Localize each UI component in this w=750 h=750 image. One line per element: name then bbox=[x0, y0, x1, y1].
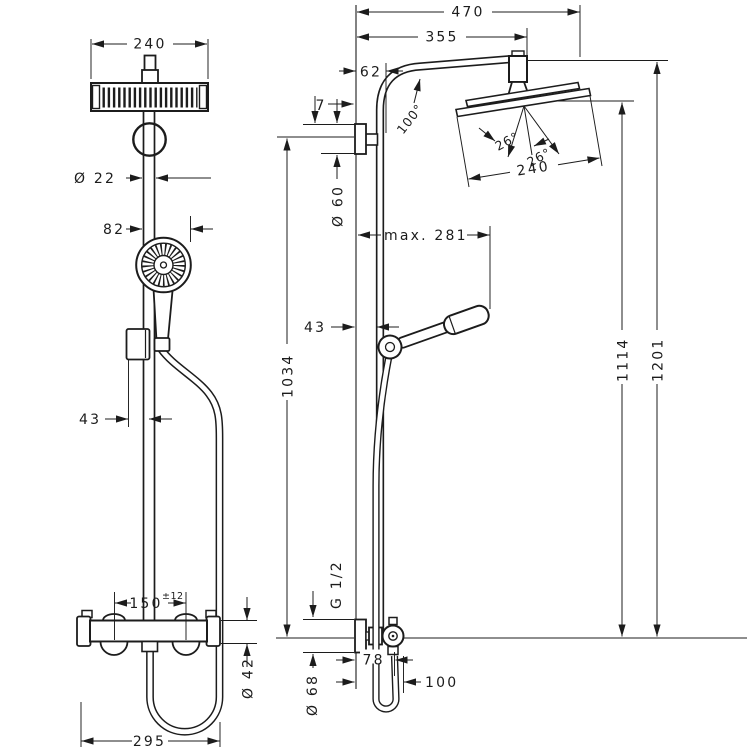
svg-text:±12: ±12 bbox=[162, 591, 184, 602]
dim-arm-angle: 100° bbox=[394, 78, 427, 137]
dim-bracket-escutcheon: Ø 60 bbox=[321, 99, 355, 227]
head-mount-plate bbox=[465, 81, 581, 108]
arm-connector-block bbox=[508, 55, 528, 83]
dim-valve-depth: 78 bbox=[336, 649, 413, 676]
svg-text:max. 281: max. 281 bbox=[384, 228, 468, 244]
svg-text:26°: 26° bbox=[492, 129, 521, 154]
shower-hose-side bbox=[372, 355, 400, 713]
head-face-plate bbox=[455, 87, 592, 118]
front-view: 240 Ø 22 82 43 150 ±12 bbox=[74, 37, 257, 750]
dim-head-spray-height: 1114 bbox=[616, 102, 632, 637]
head-cap-right bbox=[198, 84, 208, 110]
side-view: 26° 26° 240 bbox=[276, 5, 747, 716]
hand-shower-front bbox=[135, 236, 192, 294]
svg-text:240: 240 bbox=[516, 159, 551, 180]
svg-text:295: 295 bbox=[133, 734, 166, 750]
svg-text:470: 470 bbox=[451, 5, 484, 21]
rail-holder-front bbox=[125, 328, 151, 361]
svg-text:82: 82 bbox=[103, 222, 125, 238]
hose-outlet bbox=[141, 640, 159, 653]
hand-shower-side bbox=[377, 304, 490, 360]
shower-rail-front bbox=[142, 110, 156, 623]
dim-arm-projection: 355 bbox=[357, 28, 528, 57]
svg-text:62: 62 bbox=[360, 65, 382, 81]
svg-text:Ø 22: Ø 22 bbox=[74, 171, 116, 187]
dim-hose-bow-depth: 100 bbox=[336, 656, 458, 693]
head-connector-flange bbox=[141, 69, 159, 84]
svg-text:240: 240 bbox=[133, 37, 166, 53]
thermostat-valve-front bbox=[76, 609, 221, 656]
union-bump-left bbox=[102, 613, 126, 622]
svg-text:150: 150 bbox=[129, 596, 162, 612]
overhead-shower-side bbox=[455, 81, 592, 118]
svg-text:78: 78 bbox=[363, 653, 385, 669]
dim-riser-offset: 62 bbox=[339, 63, 403, 133]
overhead-shower-front bbox=[90, 54, 209, 112]
head-connector-neck bbox=[143, 54, 157, 72]
svg-text:7: 7 bbox=[316, 98, 327, 114]
svg-text:G 1/2: G 1/2 bbox=[329, 560, 345, 609]
rail-collar-front bbox=[132, 122, 167, 157]
wall-bracket-side bbox=[354, 123, 379, 155]
valve-handle-right bbox=[205, 615, 221, 647]
dim-overall-depth: 470 bbox=[357, 5, 581, 57]
dim-front-pipe-diameter: Ø 22 bbox=[74, 171, 211, 187]
dim-valve-overall-width: 295 bbox=[80, 702, 221, 750]
valve-knob-side bbox=[381, 616, 405, 648]
dim-valve-centers: 150 ±12 bbox=[114, 591, 187, 640]
svg-text:355: 355 bbox=[425, 30, 458, 46]
handshower-handle-front bbox=[152, 287, 174, 342]
svg-text:1201: 1201 bbox=[651, 338, 667, 382]
dim-front-holder-offset: 43 bbox=[79, 359, 172, 428]
svg-text:43: 43 bbox=[79, 412, 101, 428]
svg-text:1114: 1114 bbox=[616, 338, 632, 382]
spray-nozzle-ring bbox=[142, 243, 185, 287]
valve-body bbox=[89, 619, 208, 643]
head-cap-left bbox=[91, 84, 101, 110]
hose-nut-side bbox=[387, 645, 399, 656]
svg-text:100: 100 bbox=[425, 675, 458, 691]
svg-text:100°: 100° bbox=[394, 101, 427, 137]
dim-bracket-gap: 7 bbox=[303, 96, 355, 125]
dim-supply-thread: G 1/2 bbox=[303, 560, 354, 620]
dim-valve-diameter: Ø 42 bbox=[221, 597, 257, 699]
svg-text:Ø 42: Ø 42 bbox=[241, 657, 257, 699]
valve-handle-left bbox=[76, 615, 92, 647]
handshower-hose-nut-front bbox=[153, 337, 171, 352]
bracket-escutcheon bbox=[354, 123, 367, 155]
shower-hose-front bbox=[146, 346, 224, 736]
dim-front-handshower-offset: 82 bbox=[103, 216, 213, 242]
svg-text:43: 43 bbox=[304, 320, 326, 336]
handshower-head-side bbox=[442, 304, 490, 336]
dim-front-head-width: 240 bbox=[90, 37, 209, 79]
s-union-right bbox=[171, 640, 201, 656]
s-union-left bbox=[99, 640, 129, 656]
svg-text:1034: 1034 bbox=[281, 354, 297, 398]
riser-and-arm-side bbox=[375, 54, 513, 634]
dim-rail-top-height: 1034 bbox=[277, 136, 354, 637]
dim-valve-escutcheon: Ø 68 bbox=[303, 652, 354, 716]
dim-handshower-reach: max. 281 bbox=[358, 226, 491, 309]
dim-wall-to-rail: 43 bbox=[304, 320, 399, 336]
svg-text:Ø 68: Ø 68 bbox=[305, 674, 321, 716]
dim-side-head-width: 240 bbox=[456, 95, 603, 188]
valve-escutcheon-side bbox=[354, 618, 367, 654]
svg-text:Ø 60: Ø 60 bbox=[331, 185, 347, 227]
dim-overall-height: 1201 bbox=[651, 62, 667, 637]
